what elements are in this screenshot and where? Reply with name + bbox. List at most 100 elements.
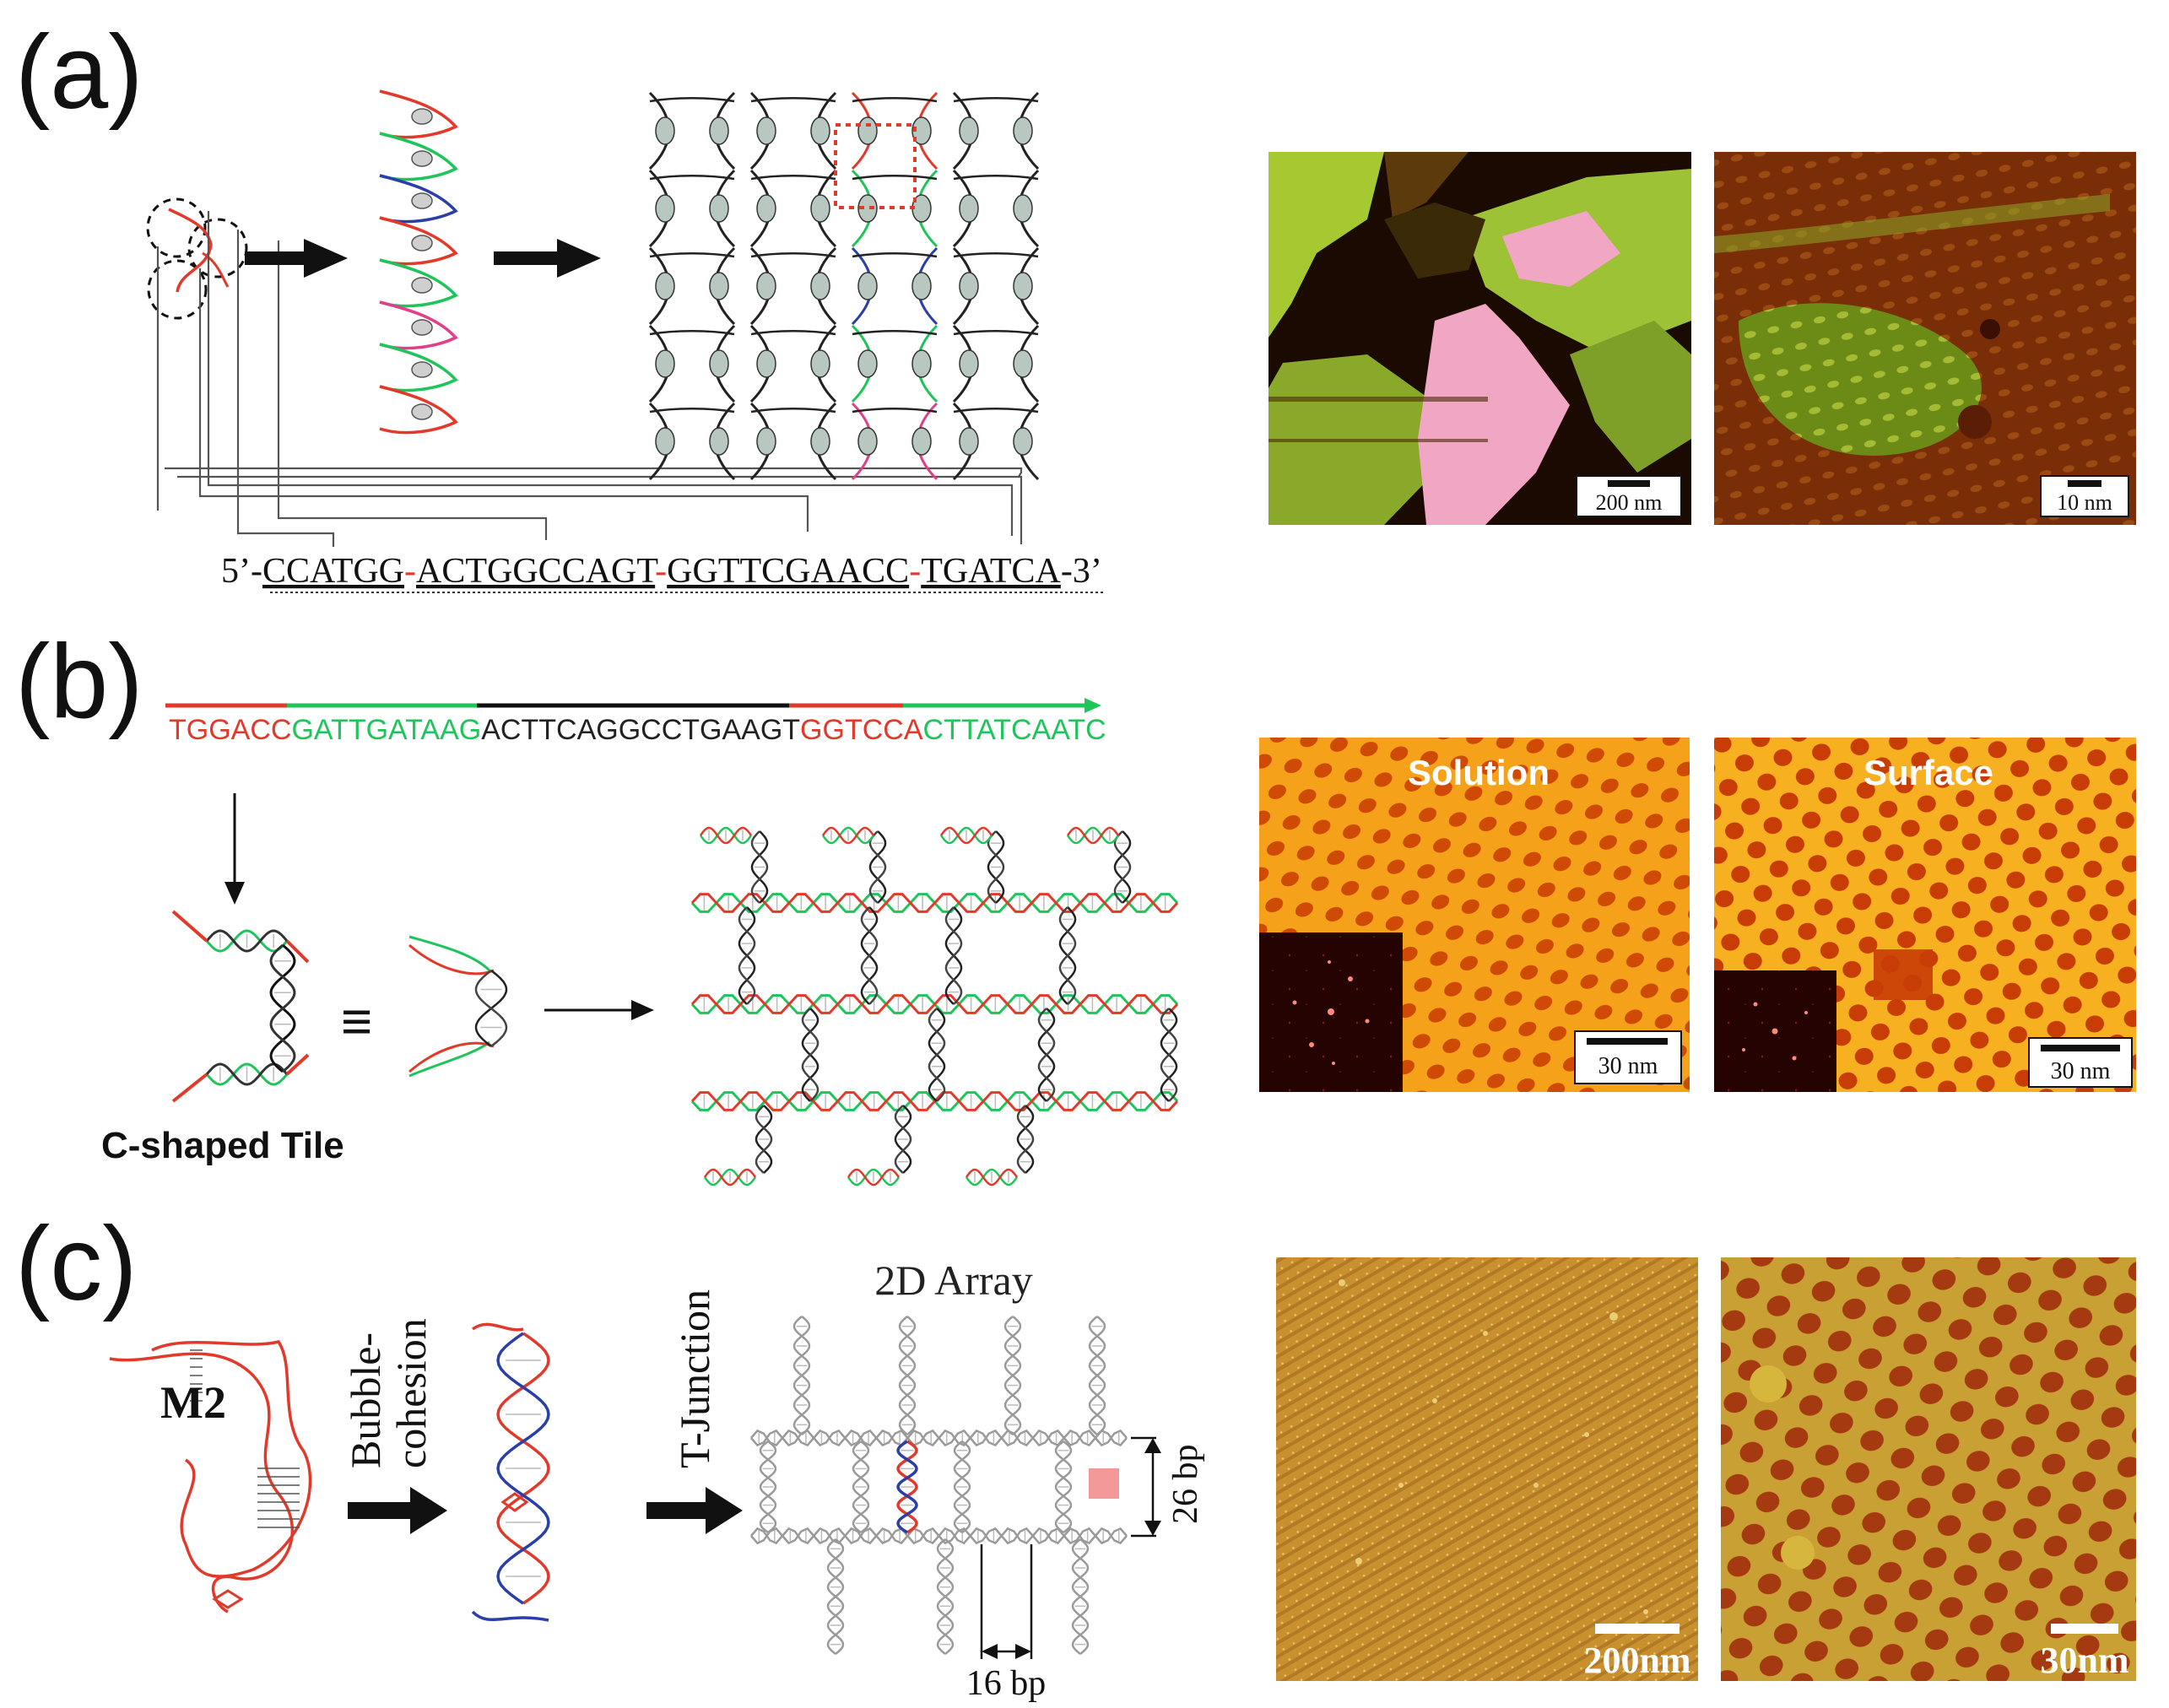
lattice-node (959, 116, 979, 145)
lattice-link (750, 252, 836, 258)
panel-c-array-title: 2D Array (874, 1257, 1032, 1304)
b-lattice-vertical (1113, 830, 1132, 904)
stack-strand (379, 216, 458, 266)
b-lattice-row (690, 893, 1179, 913)
array-col (826, 1538, 845, 1655)
c-tile-spine (269, 943, 296, 1073)
lattice-node (911, 349, 932, 378)
afm-image-c2: 30nm (1721, 1257, 2136, 1681)
array-col (1003, 1316, 1022, 1435)
dimer-helix (496, 1332, 550, 1605)
lattice-link (649, 330, 735, 336)
svg-text:10 nm: 10 nm (2057, 490, 2112, 515)
scale-bar-c1: 200nm (1583, 1640, 1690, 1681)
lattice-node (857, 272, 878, 300)
panel-c-motif-label: M2 (160, 1377, 226, 1428)
panel-c-step2: T-Junction (671, 1289, 718, 1468)
panel-b-c-tile-simplified (408, 935, 508, 1078)
array-col (898, 1316, 917, 1435)
svg-text:30 nm: 30 nm (1598, 1053, 1658, 1079)
panel-b-sequence: TGGACCGATTGATAAGACTTCAGGCCTGAAGTGGTCCACT… (169, 714, 1106, 746)
b-lattice-cap (703, 1168, 757, 1186)
panel-a-label: (a) (15, 14, 143, 131)
panel-b-right-arrow (544, 1000, 654, 1020)
array-row (750, 1527, 1128, 1545)
b-lattice-vertical (1160, 1008, 1178, 1102)
lattice-link (750, 330, 836, 336)
array-col (936, 1538, 955, 1655)
panel-b-c-tile (171, 910, 310, 1103)
panel-b-down-arrow (224, 793, 245, 905)
scale-bar-c2: 30nm (2040, 1640, 2128, 1681)
lattice-node (959, 194, 979, 223)
array-col (1054, 1440, 1073, 1533)
lattice-node (810, 349, 830, 378)
lattice-node (655, 427, 675, 456)
lattice-node (857, 427, 878, 456)
array-col (759, 1440, 777, 1533)
lattice-node (1013, 272, 1033, 300)
svg-text:200 nm: 200 nm (1596, 490, 1663, 515)
lattice-link (750, 175, 836, 181)
lattice-link (750, 97, 836, 103)
b-lattice-cap (939, 826, 993, 845)
lattice-node (655, 194, 675, 223)
lattice-node (756, 272, 776, 300)
scale-bar-b2: 30 nm (2028, 1037, 2133, 1088)
stack-strand (379, 89, 458, 139)
panel-a-connector-lines (156, 211, 1023, 547)
lattice-node (810, 272, 830, 300)
lattice-node (709, 116, 729, 145)
lattice-link (852, 97, 938, 103)
panel-a-sequence: 5’-CCATGG-ACTGGCCAGT-GGTTCGAACC-TGATCA-3… (221, 552, 1102, 591)
lattice-node (810, 116, 830, 145)
stack-node (411, 277, 433, 294)
b-lattice-cap (1066, 826, 1120, 845)
lattice-node (1013, 116, 1033, 145)
array-col (852, 1440, 870, 1533)
scale-bar-b1: 30 nm (1574, 1030, 1682, 1084)
panel-b-equiv: ≡ (341, 991, 372, 1051)
afm-b1-title: Solution (1408, 753, 1550, 792)
lattice-node (857, 116, 878, 145)
panel-a-lattice (648, 91, 1040, 481)
b-lattice-vertical (1016, 1105, 1035, 1174)
b-lattice-vertical (801, 1008, 819, 1102)
panel-c-dimer (471, 1322, 550, 1622)
lattice-node (655, 272, 675, 300)
lattice-node (1013, 349, 1033, 378)
lattice-node (810, 194, 830, 223)
lattice-node (959, 272, 979, 300)
lattice-link (953, 330, 1039, 336)
panel-c-dim-horizontal: 16 bp (966, 1544, 1047, 1703)
simple-tile-spine (474, 970, 508, 1047)
lattice-node (911, 116, 932, 145)
b-lattice-vertical (1037, 1008, 1056, 1102)
array-row (750, 1429, 1128, 1447)
c-tile-bottom-helix (205, 1062, 289, 1086)
lattice-node (911, 272, 932, 300)
lattice-node (857, 194, 878, 223)
lattice-link (953, 175, 1039, 181)
c-tile-top-helix (205, 929, 289, 953)
lattice-link (852, 252, 938, 258)
c-tile-red-end (285, 1053, 310, 1076)
b-lattice-row (690, 1091, 1179, 1111)
array-col (1071, 1538, 1090, 1655)
b-lattice-cap (965, 1168, 1019, 1186)
panel-c-label: (c) (15, 1206, 138, 1322)
svg-text:16 bp: 16 bp (966, 1664, 1047, 1703)
stack-strand (379, 300, 458, 350)
stack-node (411, 361, 433, 378)
lattice-node (655, 116, 675, 145)
stack-node (411, 108, 433, 125)
lattice-node (959, 349, 979, 378)
lattice-node (709, 349, 729, 378)
lattice-link (649, 175, 735, 181)
lattice-node (959, 427, 979, 456)
lattice-node (810, 427, 830, 456)
scale-bar-a1: 200 nm (1576, 475, 1682, 517)
lattice-link (649, 408, 735, 413)
stack-node (411, 403, 433, 420)
